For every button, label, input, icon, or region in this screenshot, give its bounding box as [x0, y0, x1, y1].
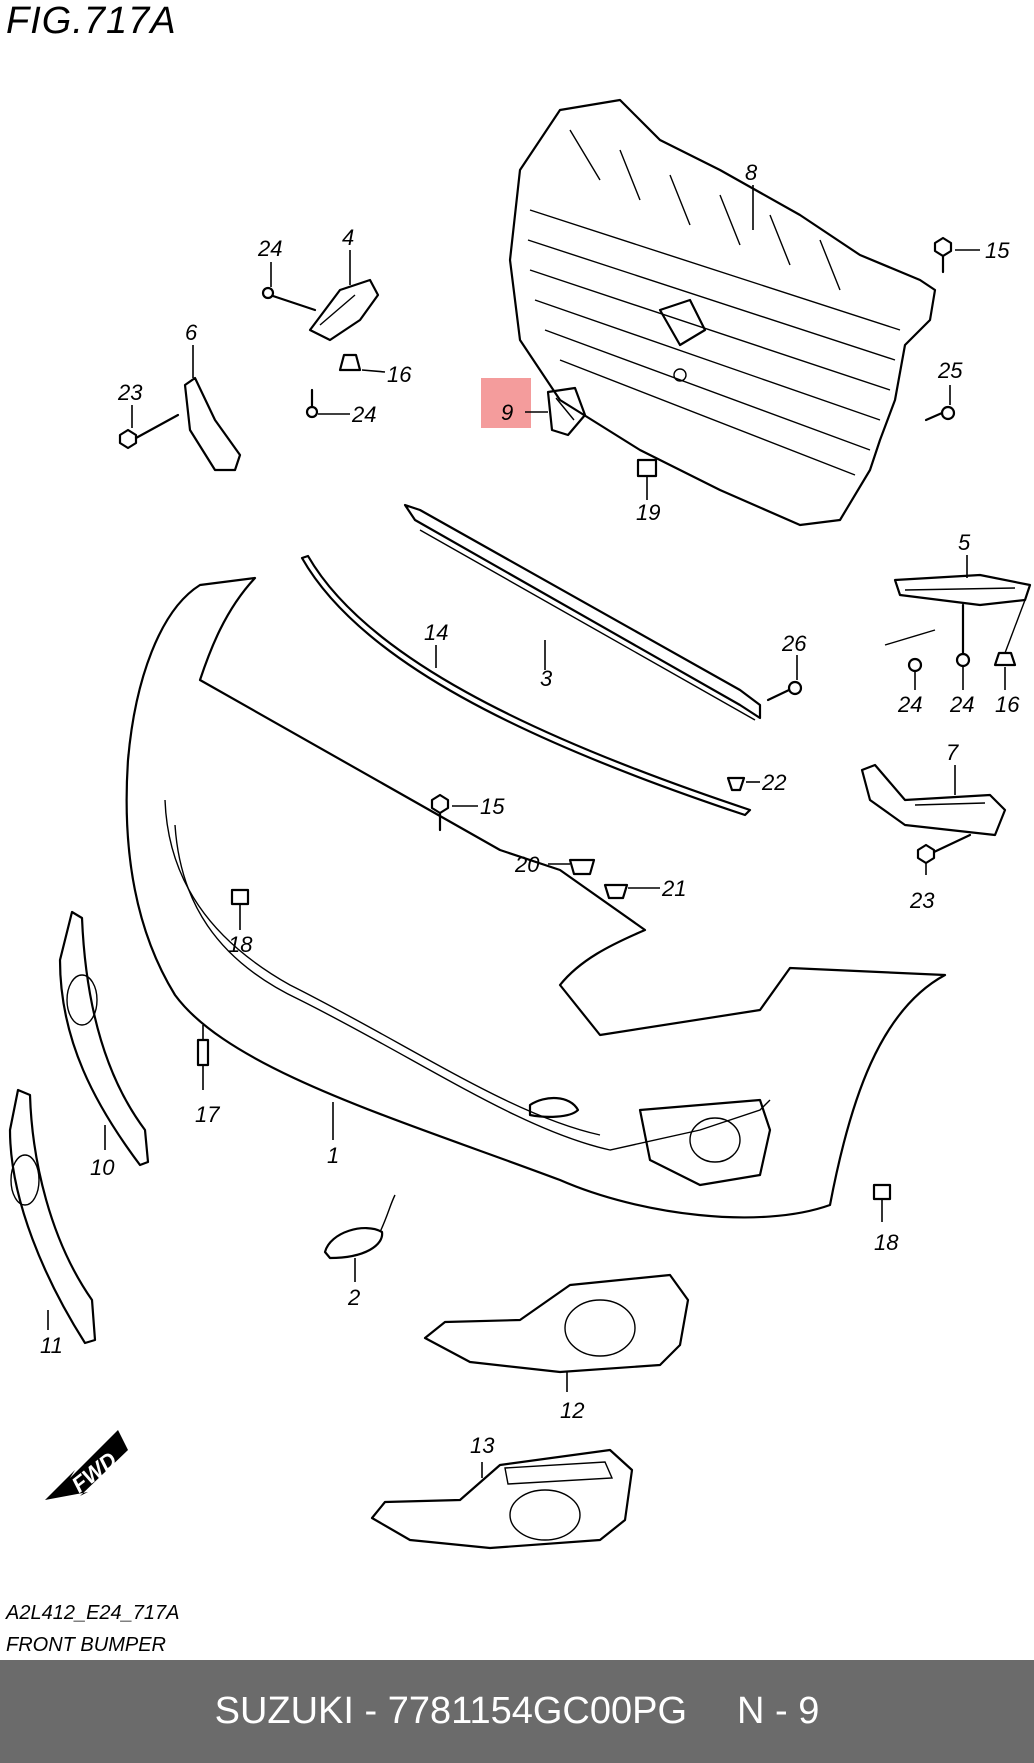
part-24-screw-c[interactable]	[884, 629, 936, 690]
figure-title: FIG.717A	[6, 0, 177, 42]
exploded-view-drawing: 8 9 15 25 19	[8, 98, 1032, 1550]
callout-22: 22	[761, 770, 786, 795]
part-24-screw-a[interactable]	[261, 262, 317, 312]
part-26-screw[interactable]	[766, 655, 803, 702]
highlight-box	[481, 378, 531, 428]
part-22-clip[interactable]	[726, 776, 760, 792]
part-6-bracket[interactable]	[183, 345, 242, 472]
callout-5: 5	[958, 530, 971, 555]
part-24-screw-d[interactable]	[955, 603, 971, 690]
callout-18-right: 18	[874, 1230, 899, 1255]
callout-9: 9	[501, 400, 513, 425]
part-2-tow-cap[interactable]	[323, 1194, 396, 1282]
callout-24-c: 24	[897, 692, 922, 717]
part-18-clip-right[interactable]	[872, 1183, 892, 1222]
figure-code: A2L412_E24_717A	[6, 1602, 180, 1624]
part-3-reinforcement[interactable]	[403, 503, 762, 721]
callout-15-mid: 15	[480, 794, 505, 819]
callout-23-right: 23	[909, 888, 935, 913]
callout-7: 7	[946, 740, 959, 765]
part-9-emblem[interactable]	[525, 386, 587, 437]
part-13-fog-cover[interactable]	[370, 1448, 634, 1550]
fwd-arrow: FWD	[45, 1430, 128, 1500]
callout-3: 3	[540, 666, 553, 691]
part-5-bracket[interactable]	[893, 555, 1032, 607]
part-19-clip[interactable]	[636, 458, 658, 500]
callout-13: 13	[470, 1433, 495, 1458]
part-24-screw-b[interactable]	[305, 388, 350, 419]
callout-26: 26	[781, 631, 807, 656]
callout-6: 6	[185, 320, 198, 345]
part-4-bracket[interactable]	[308, 250, 380, 342]
callout-24-a: 24	[257, 236, 282, 261]
banner-part-number: SUZUKI - 7781154GC00PG	[214, 1690, 688, 1732]
callout-18-left: 18	[228, 932, 253, 957]
part-14-moulding[interactable]	[300, 554, 752, 817]
part-1-bumper-cover[interactable]	[125, 576, 947, 1219]
callout-19: 19	[636, 500, 660, 525]
part-17-bolt[interactable]	[196, 1025, 210, 1090]
figure-name: FRONT BUMPER	[6, 1634, 166, 1656]
callout-15-top: 15	[985, 238, 1010, 263]
part-18-clip-left[interactable]	[230, 888, 250, 930]
callout-2: 2	[347, 1285, 360, 1310]
part-16-clip-a[interactable]	[338, 353, 386, 373]
callout-17: 17	[195, 1102, 220, 1127]
callout-1: 1	[327, 1143, 339, 1168]
callout-25: 25	[937, 358, 963, 383]
callout-10: 10	[90, 1155, 115, 1180]
part-20-clip[interactable]	[548, 858, 596, 876]
part-23-bolt-left[interactable]	[118, 405, 180, 450]
callout-12: 12	[560, 1398, 584, 1423]
part-banner: SUZUKI - 7781154GC00PG N - 9	[0, 1660, 1034, 1763]
part-7-bracket[interactable]	[860, 763, 1007, 837]
callout-24-b: 24	[351, 402, 376, 427]
callout-24-d: 24	[949, 692, 974, 717]
part-21-clip[interactable]	[603, 883, 660, 900]
part-8-grille[interactable]	[508, 98, 937, 527]
part-12-fog-cover[interactable]	[423, 1273, 690, 1392]
part-15-bolt-top[interactable]	[933, 236, 980, 274]
callout-11: 11	[40, 1333, 63, 1358]
part-16-clip-b[interactable]	[993, 599, 1026, 690]
callout-21: 21	[661, 876, 686, 901]
callout-23-left: 23	[117, 380, 143, 405]
part-23-bolt-right[interactable]	[916, 833, 972, 875]
banner-reference: N - 9	[737, 1690, 820, 1732]
callout-14: 14	[424, 620, 448, 645]
part-10-trim[interactable]	[58, 910, 150, 1167]
part-25-screw[interactable]	[924, 385, 956, 422]
callout-8: 8	[745, 160, 758, 185]
parts-diagram: FIG.717A 8 9 15	[6, 0, 1032, 1656]
callout-16-b: 16	[995, 692, 1020, 717]
callout-16-a: 16	[387, 362, 412, 387]
callout-4: 4	[342, 225, 354, 250]
part-11-trim[interactable]	[8, 1088, 97, 1345]
